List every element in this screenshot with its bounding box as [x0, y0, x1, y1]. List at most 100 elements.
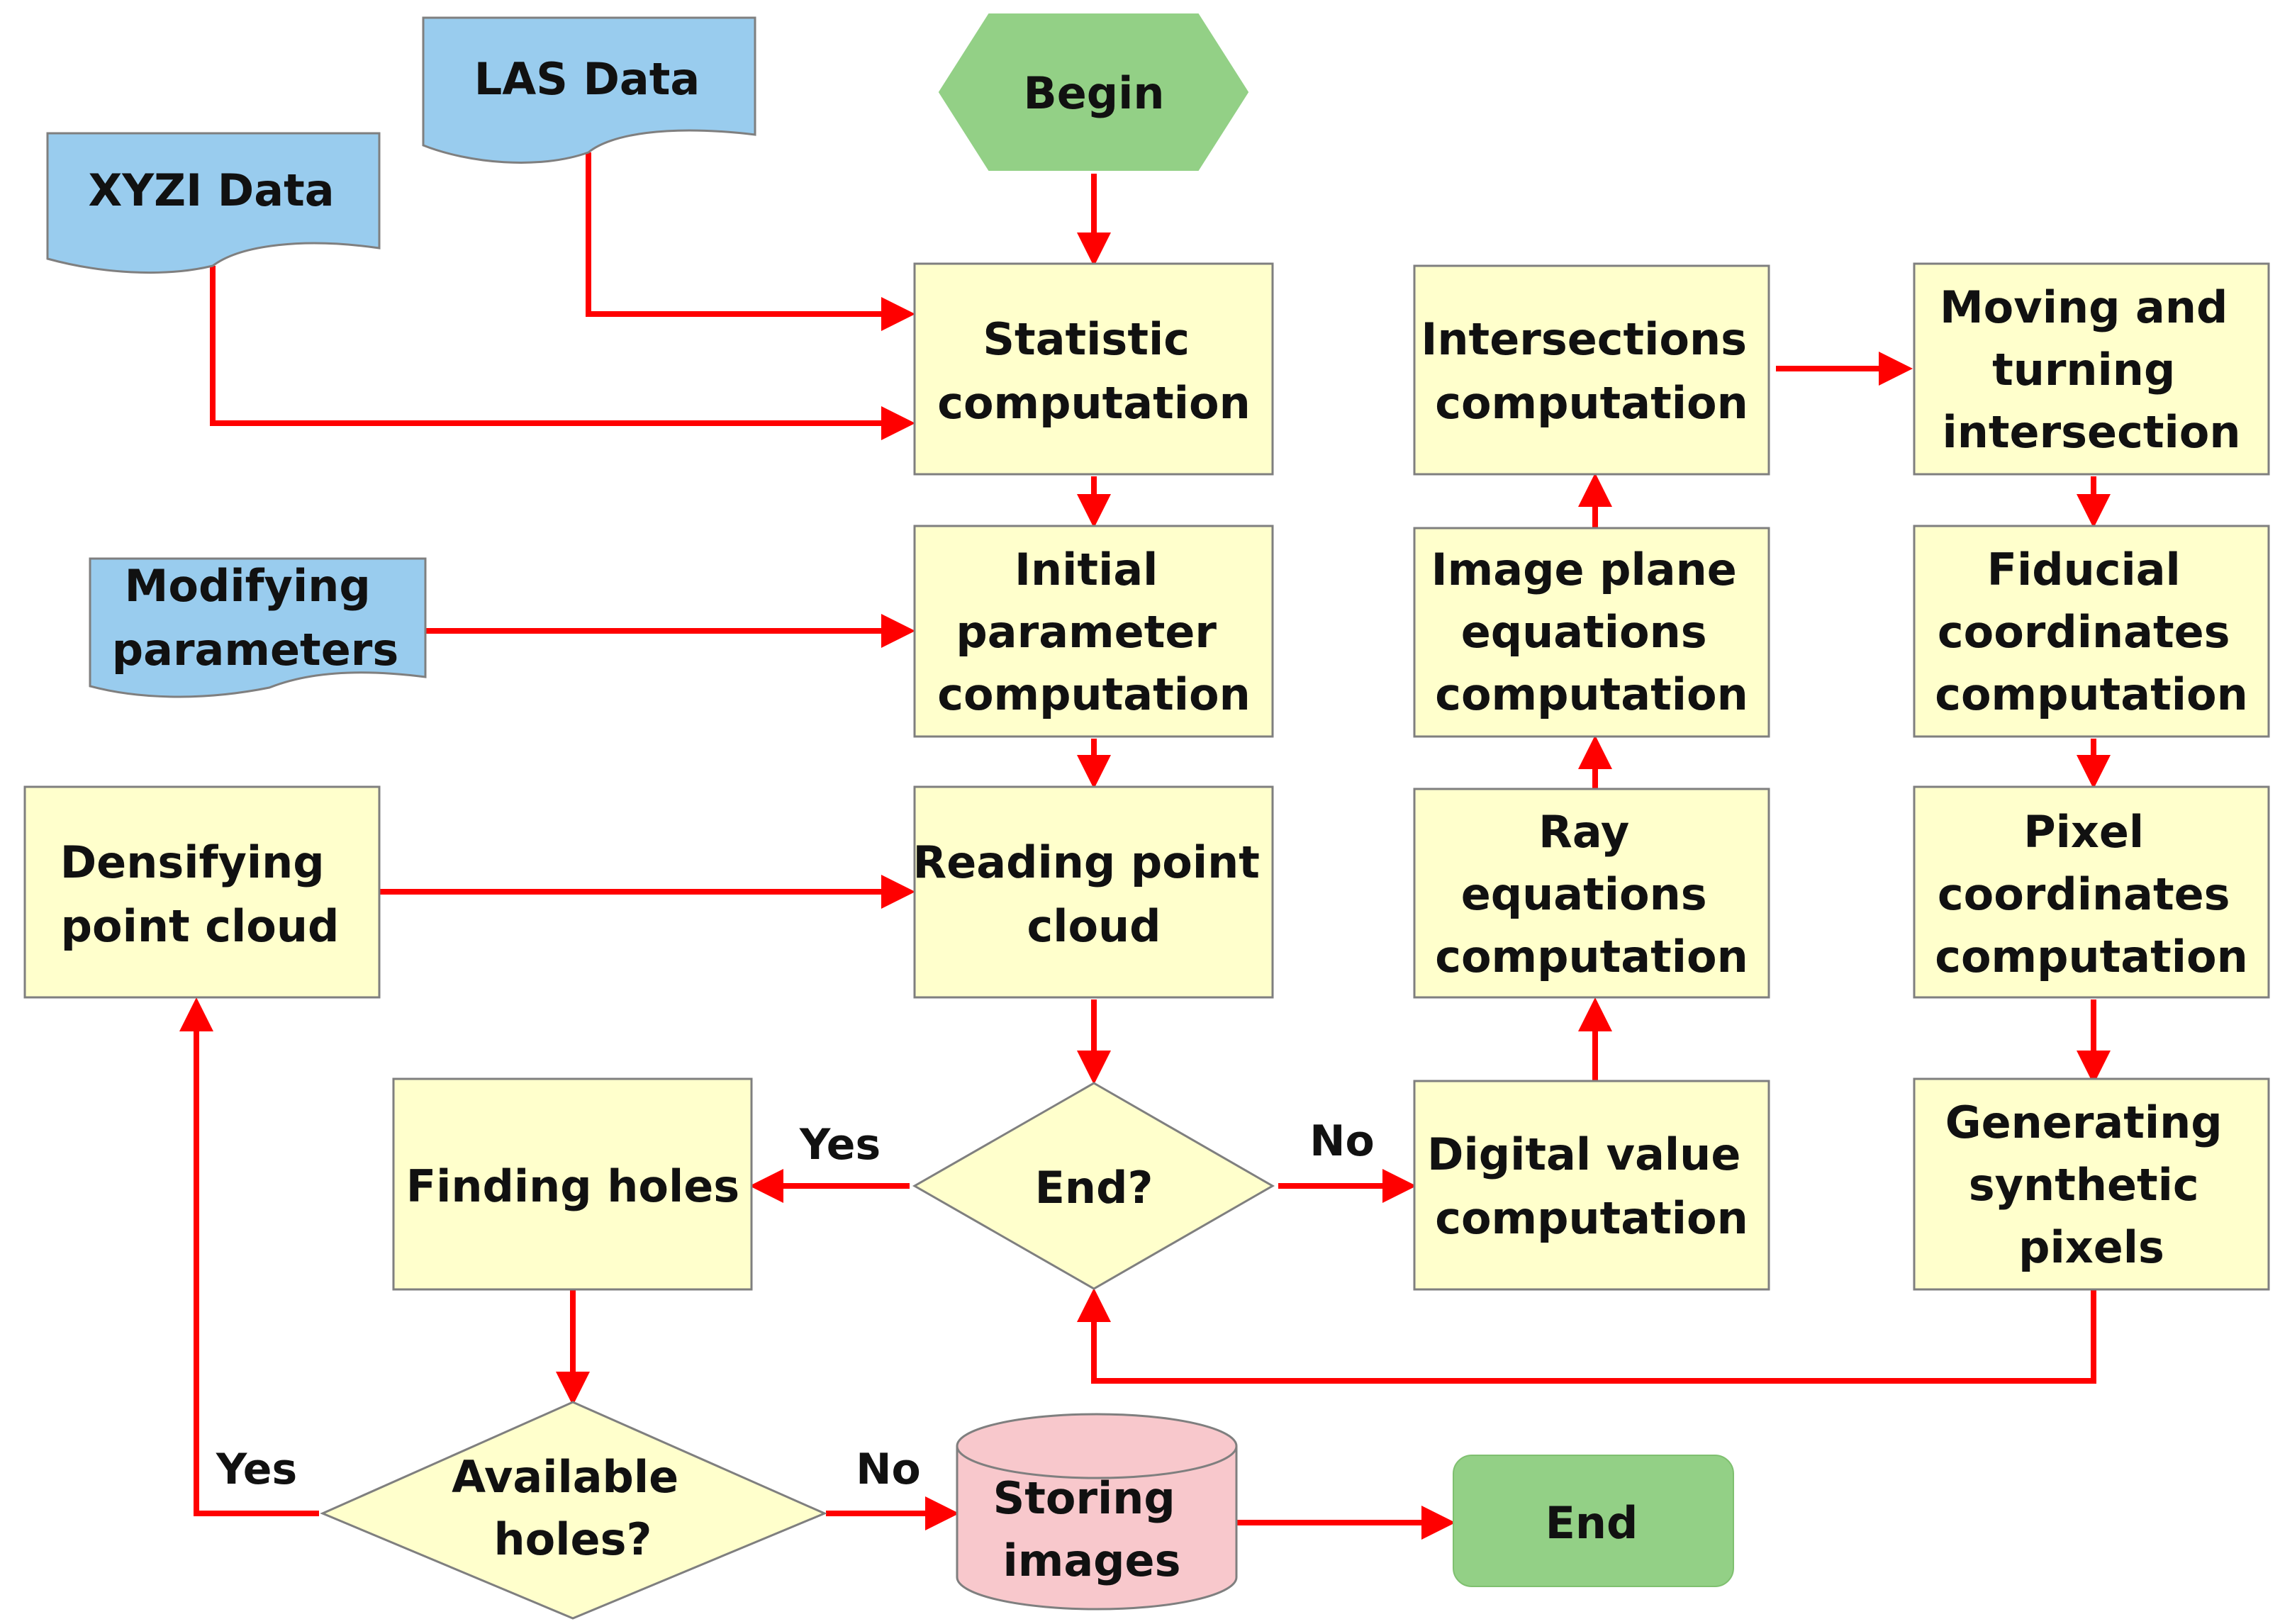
reading-box — [913, 785, 1274, 999]
generating-label-line-3: pixels — [2018, 1221, 2164, 1273]
fiducial-label: Fiducial coordinates computation — [1935, 544, 2248, 720]
node-labels: Begin LAS Data XYZI Data Statistic compu… — [60, 53, 2248, 1586]
edges — [179, 152, 2111, 1540]
generating-box — [1913, 1077, 2270, 1291]
initial-param-box — [913, 525, 1274, 738]
data-shapes — [46, 16, 756, 698]
ray-eq-label: Ray equations computation — [1435, 806, 1748, 982]
initial-param-label-line-3: computation — [937, 668, 1251, 720]
pixel-coords-label-line-3: computation — [1935, 931, 2248, 982]
moving-turning-label-line-2: turning — [1992, 344, 2175, 396]
holes-yes-label: Yes — [216, 1445, 297, 1494]
ray-eq-box — [1413, 788, 1770, 999]
end-yes-label: Yes — [799, 1120, 881, 1170]
intersections-label-line-2: computation — [1435, 377, 1748, 429]
storing-images-cylinder — [956, 1413, 1238, 1611]
begin-label: Begin — [1023, 67, 1164, 119]
image-plane-label-line-2: equations — [1461, 606, 1707, 658]
intersections-label: Intersections computation — [1421, 313, 1762, 429]
ray-eq-label-line-3: computation — [1435, 931, 1748, 982]
available-holes-label: Available holes? — [452, 1451, 694, 1565]
finding-holes-label: Finding holes — [406, 1160, 739, 1212]
storing-images-label-line-2: images — [1002, 1535, 1180, 1586]
modifying-label-line-2: parameters — [112, 624, 398, 676]
edge-available-yes-to-densifying — [179, 997, 319, 1516]
cylinder-body — [956, 1446, 1238, 1611]
pixel-coords-box — [1913, 785, 2270, 999]
reading-label-line-1: Reading point — [913, 836, 1260, 888]
generating-label-line-1: Generating — [1945, 1097, 2223, 1148]
moving-turning-label: Moving and turning intersection — [1940, 281, 2243, 458]
densifying-label-line-2: point cloud — [61, 900, 340, 952]
fiducial-label-line-2: coordinates — [1938, 606, 2230, 658]
digital-value-label: Digital value computation — [1427, 1129, 1756, 1244]
xyzi-data-label-line: XYZI Data — [88, 164, 334, 216]
initial-param-label-line-1: Initial — [1015, 544, 1158, 595]
las-data-shape — [422, 16, 756, 164]
cylinder-top — [956, 1413, 1238, 1479]
densifying-box — [23, 785, 381, 999]
end-terminal-label: End — [1546, 1497, 1638, 1549]
image-plane-label-line-3: computation — [1435, 668, 1748, 720]
modifying-parameters-shape — [89, 557, 427, 698]
pixel-coords-label-line-2: coordinates — [1938, 868, 2230, 920]
begin-shape — [938, 13, 1249, 171]
begin-label-line: Begin — [1023, 67, 1164, 119]
statistic-box — [913, 262, 1274, 476]
statistic-label-line-2: computation — [937, 377, 1251, 429]
fiducial-label-line-3: computation — [1935, 668, 2248, 720]
modifying-label-line-1: Modifying — [125, 560, 371, 612]
moving-turning-label-line-1: Moving and — [1940, 281, 2228, 333]
image-plane-label: Image plane equations computation — [1431, 544, 1753, 720]
finding-holes-label-line: Finding holes — [406, 1160, 739, 1212]
generating-label-line-2: synthetic — [1969, 1159, 2199, 1211]
edge-las-to-statistic — [586, 152, 915, 331]
end-decision-diamond — [912, 1082, 1275, 1290]
end-decision-label: End? — [1035, 1162, 1153, 1214]
end-no-label: No — [1309, 1116, 1374, 1166]
ray-eq-label-line-2: equations — [1461, 868, 1707, 920]
storing-images-label-line-1: Storing — [993, 1472, 1175, 1524]
edge-generating-to-end-loop — [1077, 1288, 2096, 1384]
intersections-label-line-1: Intersections — [1421, 313, 1747, 365]
modifying-label: Modifying parameters — [112, 560, 398, 676]
generating-label: Generating synthetic pixels — [1945, 1097, 2238, 1273]
densifying-label-line-1: Densifying — [60, 836, 325, 888]
pixel-coords-label: Pixel coordinates computation — [1935, 806, 2248, 982]
ray-eq-label-line-1: Ray — [1538, 806, 1629, 858]
statistic-label: Statistic computation — [937, 313, 1251, 429]
initial-param-label: Initial parameter computation — [937, 544, 1251, 720]
finding-holes-box — [392, 1077, 753, 1291]
digital-value-box — [1413, 1080, 1770, 1291]
image-plane-label-line-1: Image plane — [1431, 544, 1737, 595]
storing-images-label: Storing images — [993, 1472, 1191, 1586]
las-data-label: LAS Data — [474, 53, 700, 105]
fiducial-label-line-1: Fiducial — [1987, 544, 2181, 595]
initial-param-label-line-2: parameter — [956, 606, 1217, 658]
holes-no-label: No — [856, 1445, 920, 1494]
intersections-box — [1413, 264, 1770, 476]
reading-label-line-2: cloud — [1027, 900, 1161, 952]
end-decision-label-line: End? — [1035, 1162, 1153, 1214]
xyzi-data-label: XYZI Data — [88, 164, 334, 216]
digital-value-label-line-1: Digital value — [1427, 1129, 1740, 1180]
digital-value-label-line-2: computation — [1435, 1192, 1748, 1244]
las-data-label-line: LAS Data — [474, 53, 700, 105]
available-holes-label-line-2: holes? — [494, 1513, 652, 1565]
moving-turning-box — [1913, 262, 2270, 476]
available-holes-label-line-1: Available — [452, 1451, 678, 1503]
moving-turning-label-line-3: intersection — [1943, 406, 2241, 458]
reading-label: Reading point cloud — [913, 836, 1275, 952]
xyzi-data-shape — [46, 132, 381, 274]
edge-labels: Yes No Yes No — [216, 1116, 1375, 1494]
edge-xyzi-to-statistic — [210, 266, 915, 440]
image-plane-box — [1413, 527, 1770, 738]
statistic-label-line-1: Statistic — [983, 313, 1190, 365]
pixel-coords-label-line-1: Pixel — [2023, 806, 2144, 858]
fiducial-box — [1913, 525, 2270, 738]
end-terminal-shape — [1453, 1455, 1734, 1587]
available-holes-diamond — [320, 1401, 827, 1620]
process-boxes — [23, 262, 2270, 1291]
densifying-label: Densifying point cloud — [60, 836, 340, 952]
